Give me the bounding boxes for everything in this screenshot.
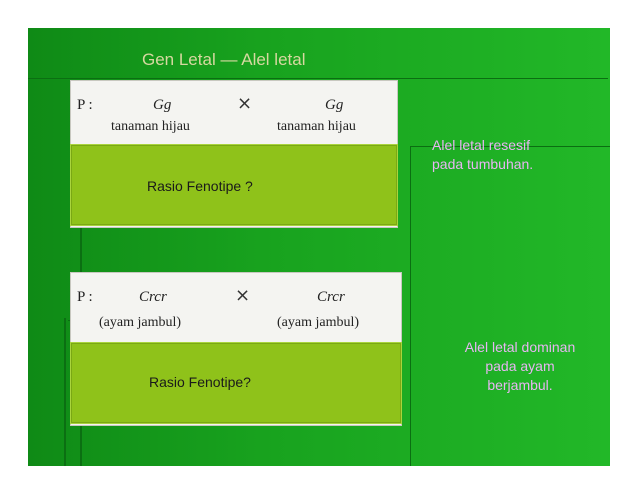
- note-line: Alel letal dominan: [464, 339, 576, 355]
- left-genotype: Gg: [153, 97, 172, 113]
- note-recessive: Alel letal resesif pada tumbuhan.: [432, 136, 533, 174]
- ratio-box-plant: Rasio Fenotipe ?: [70, 144, 398, 226]
- right-phenotype: (ayam jambul): [277, 315, 360, 330]
- left-genotype: Crcr: [139, 289, 167, 305]
- right-genotype: Gg: [325, 97, 344, 113]
- note-line: Alel letal resesif: [432, 137, 531, 153]
- slide-title: Gen Letal — Alel letal: [142, 50, 306, 69]
- parent-label: P :: [77, 289, 93, 305]
- slide: Gen Letal — Alel letal P : Gg ⨯ Gg tanam…: [28, 28, 610, 466]
- right-phenotype: tanaman hijau: [277, 119, 356, 134]
- parent-label: P :: [77, 97, 93, 113]
- note-dominant: Alel letal dominan pada ayam berjambul.: [442, 338, 598, 395]
- right-genotype: Crcr: [317, 289, 345, 305]
- cross-icon: ⨯: [235, 285, 251, 306]
- note-line: berjambul.: [487, 377, 553, 393]
- decorative-line-right-vert: [410, 146, 411, 466]
- decorative-line-vertical-left2: [64, 318, 66, 466]
- note-line: pada ayam: [485, 358, 555, 374]
- left-phenotype: (ayam jambul): [99, 315, 182, 330]
- ratio-label: Rasio Fenotipe?: [149, 374, 251, 390]
- ratio-box-chicken: Rasio Fenotipe?: [70, 342, 402, 424]
- ratio-label: Rasio Fenotipe ?: [147, 178, 253, 194]
- decorative-line-right: [410, 146, 610, 147]
- decorative-line-top: [28, 78, 608, 79]
- cross-icon: ⨯: [237, 93, 253, 114]
- note-line: pada tumbuhan.: [432, 156, 534, 172]
- left-phenotype: tanaman hijau: [111, 119, 190, 134]
